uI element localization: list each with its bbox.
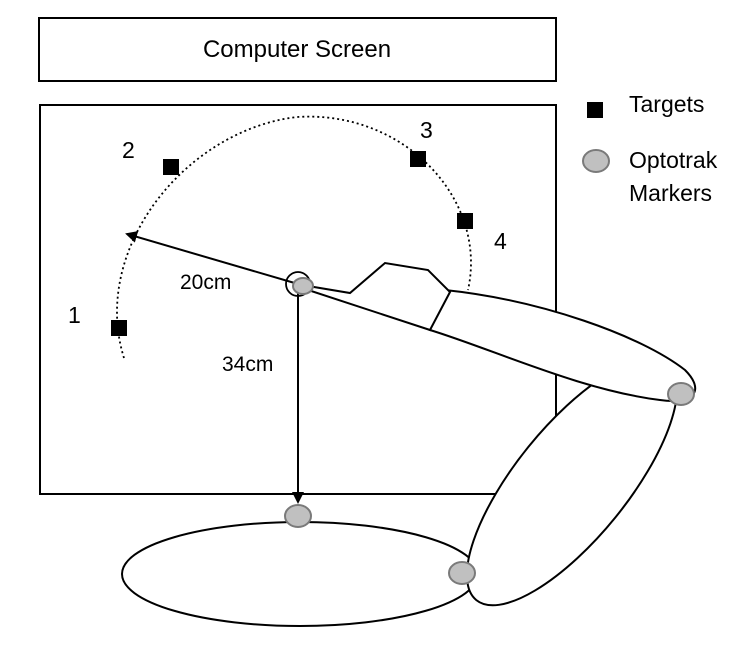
- target-2-label: 2: [122, 137, 135, 163]
- computer-screen: Computer Screen: [38, 17, 557, 82]
- target-4-label: 4: [494, 228, 507, 254]
- target-4-icon: [457, 213, 473, 229]
- target-arc: [116, 115, 472, 359]
- legend-markers-label-line1: Optotrak: [629, 147, 718, 173]
- distance-arrows: 20cm 34cm: [125, 231, 304, 504]
- target-2-icon: [163, 159, 179, 175]
- hand-marker-icon: [292, 277, 314, 295]
- computer-screen-label: Computer Screen: [203, 36, 391, 63]
- arm-drawing: [121, 261, 697, 627]
- optotrak-markers: [284, 277, 695, 585]
- legend-targets-label: Targets: [629, 91, 704, 117]
- legend-target-icon: [587, 102, 603, 118]
- chest-marker-icon: [284, 504, 312, 528]
- depth-label: 34cm: [222, 353, 273, 376]
- legend-marker-icon: [582, 149, 610, 173]
- radius-label: 20cm: [180, 271, 231, 294]
- target-1-icon: [111, 320, 127, 336]
- radius-arrow: [125, 231, 299, 285]
- target-1-label: 1: [68, 302, 81, 328]
- hand-shape: [301, 261, 452, 332]
- legend: Targets Optotrak Markers: [582, 91, 718, 206]
- torso-ellipse: [121, 521, 479, 627]
- legend-markers-label-line2: Markers: [629, 180, 712, 206]
- elbow-marker-icon: [667, 382, 695, 406]
- target-3-icon: [410, 151, 426, 167]
- targets: 1 2 3 4: [68, 117, 507, 336]
- forearm-shape: [428, 288, 697, 402]
- computer-screen-box: [38, 17, 557, 82]
- shoulder-marker-icon: [448, 561, 476, 585]
- target-3-label: 3: [420, 117, 433, 143]
